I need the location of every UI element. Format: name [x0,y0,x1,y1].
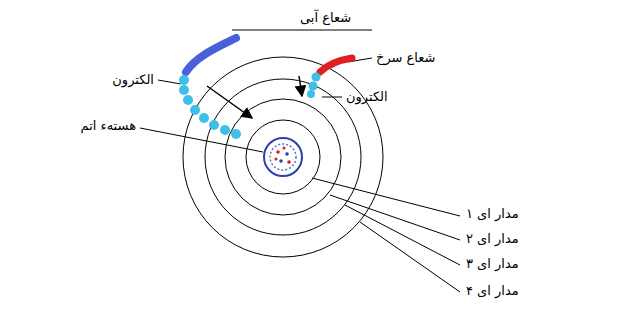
electron-path [179,75,241,139]
electron-label: الکترون [112,72,154,88]
nucleons [275,147,291,164]
orbit-label: مدار ای ۱ [466,206,519,222]
nucleus-label: هستهء اتم [81,118,136,134]
nucleus-core [270,144,296,170]
orbit-label: مدار ای ۳ [466,256,519,272]
orbit [225,99,341,215]
electron-label: الکترون [346,89,388,105]
blue-ray [186,38,236,72]
ray-label: شعاع سرخ [376,50,435,66]
ray-label: شعاع آبی [300,10,351,26]
red-ray [320,58,352,72]
electron-path [307,73,321,99]
orbit [246,120,320,194]
transition-arrow [207,86,252,118]
orbit-label: مدار ای ۴ [466,283,519,299]
orbit-label: مدار ای ۲ [466,231,519,247]
orbit [205,79,361,235]
transition-arrow [299,76,302,96]
orbit [183,57,383,257]
nucleus [264,138,302,176]
leader-lines [140,30,460,292]
